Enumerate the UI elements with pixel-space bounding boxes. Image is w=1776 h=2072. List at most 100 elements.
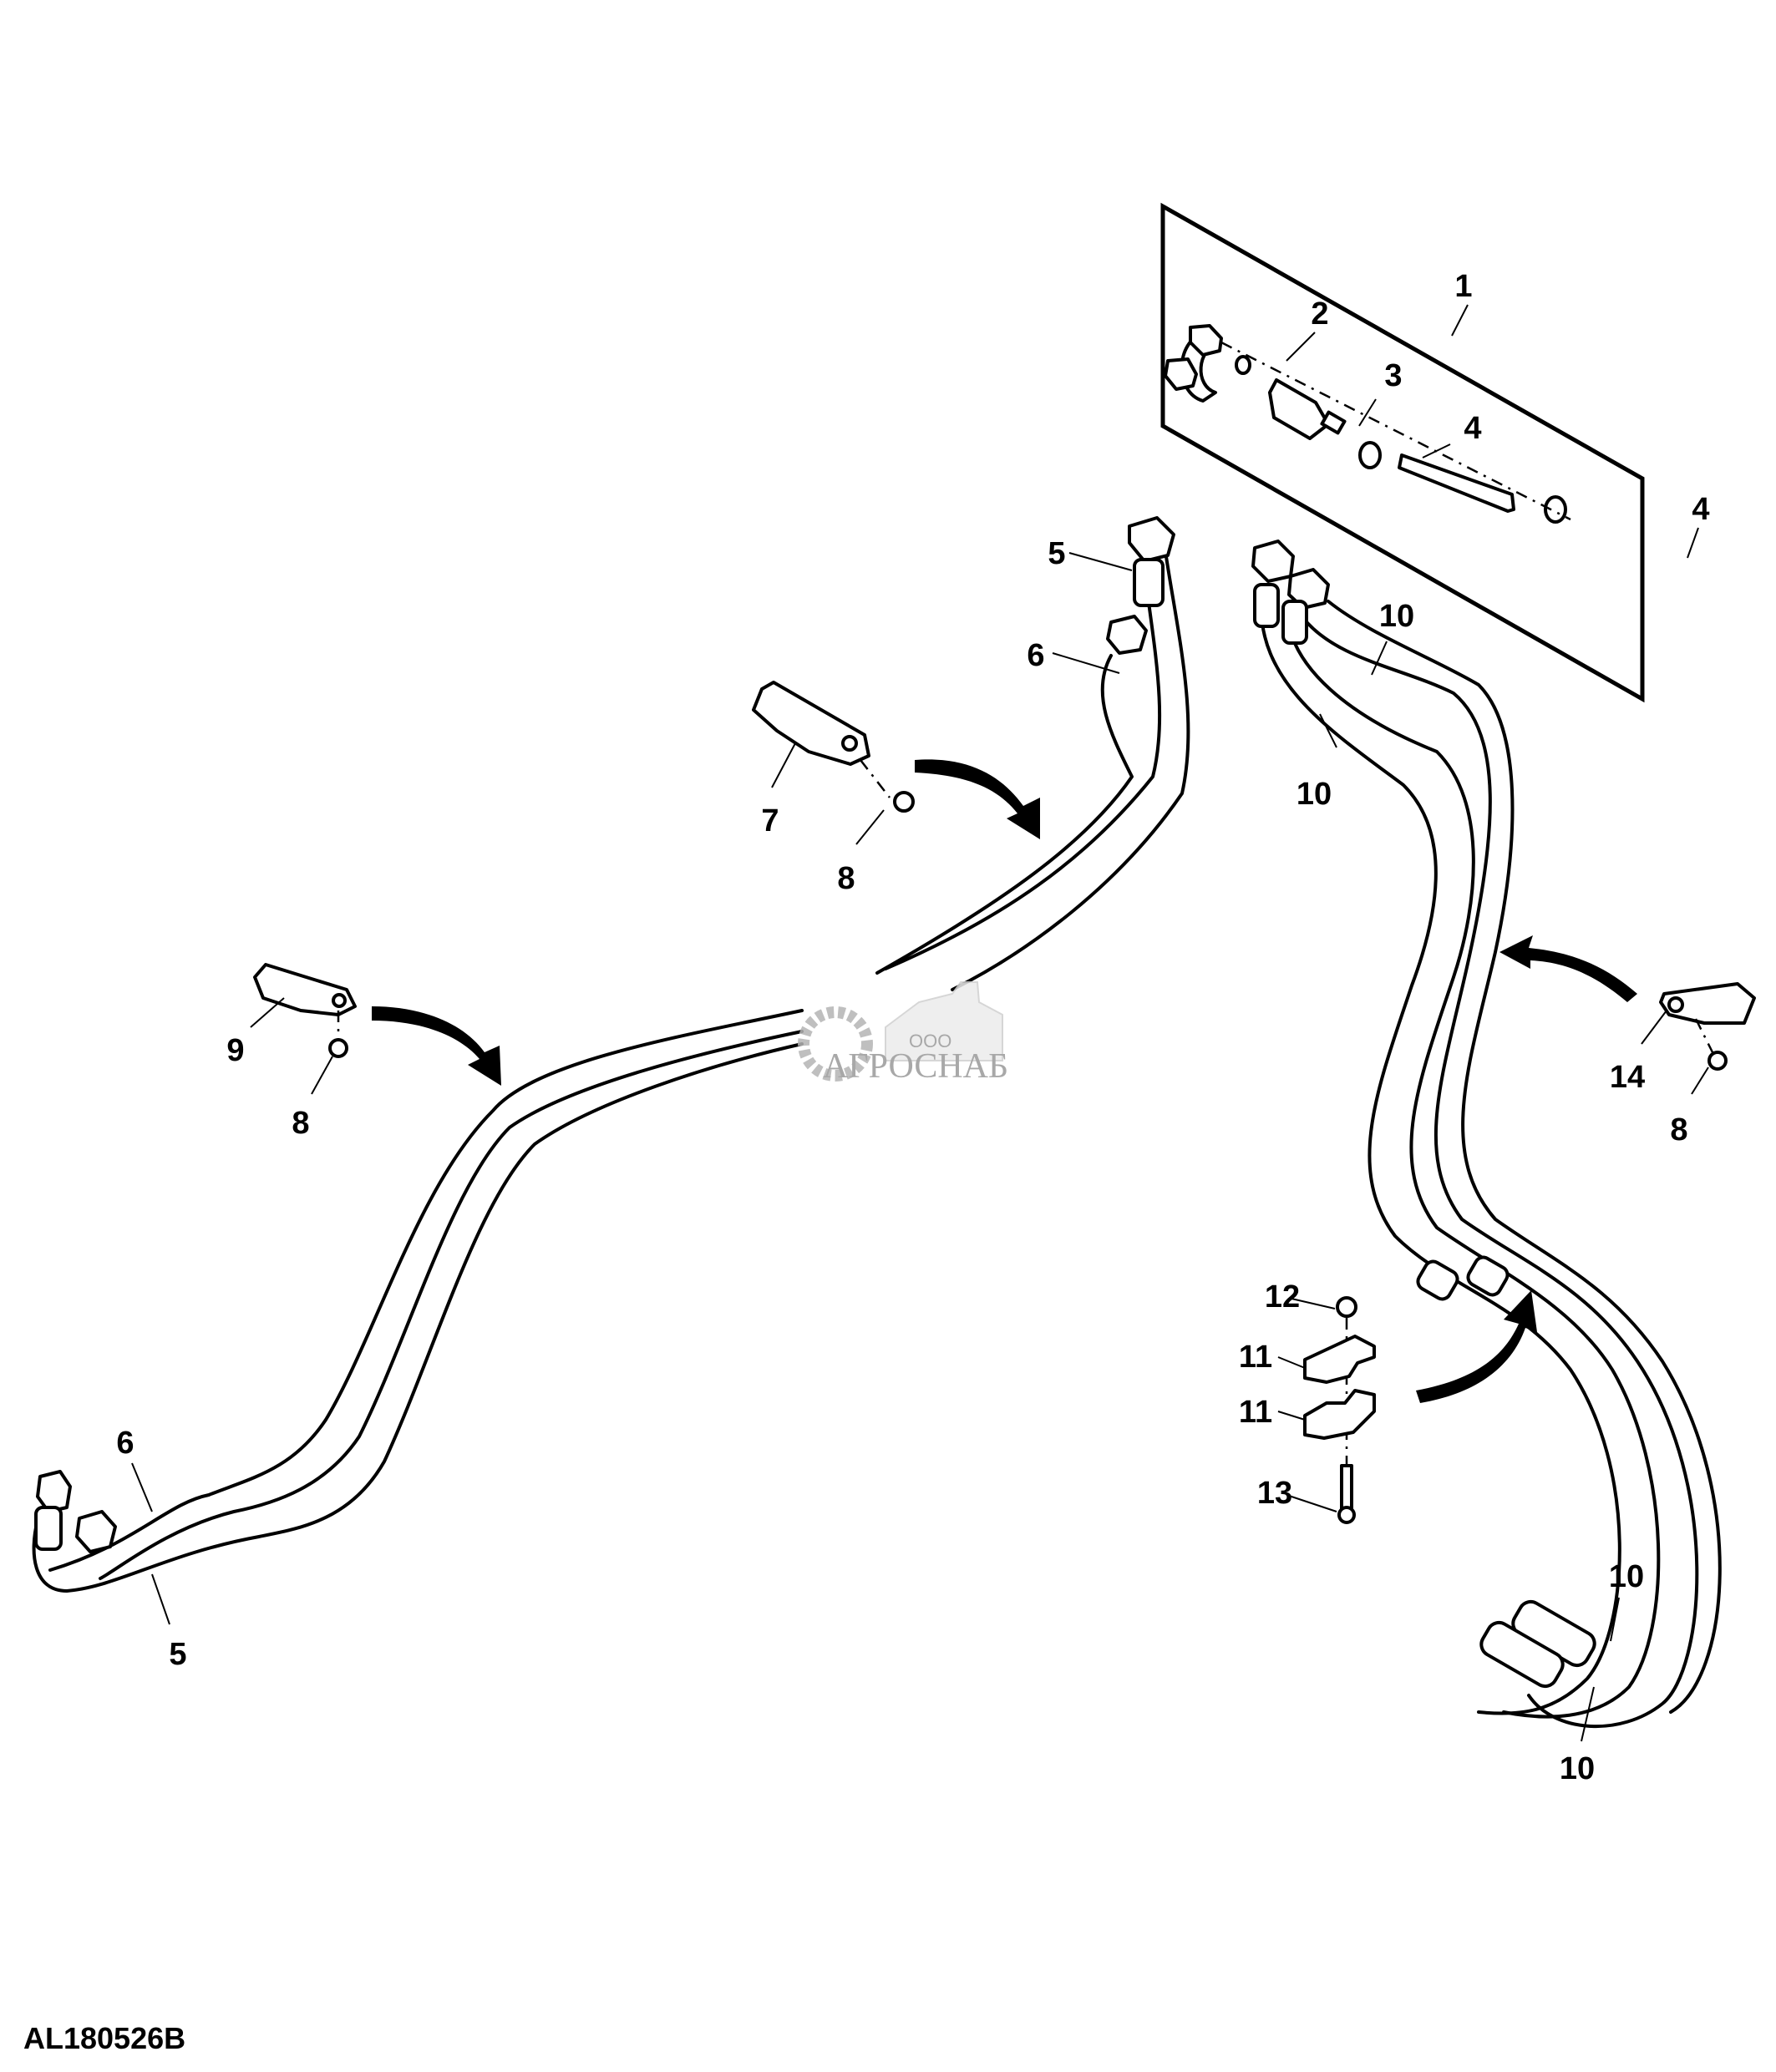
block-clamp-group <box>1303 1296 1376 1524</box>
leader-5a <box>1068 552 1133 571</box>
nut-8-b <box>328 1038 348 1058</box>
leader-1 <box>1451 304 1469 337</box>
watermark-brand: АГРОСНАБ <box>823 1047 1008 1086</box>
callout-4b[interactable]: 4 <box>1692 492 1709 527</box>
figure-id: AL180526B <box>23 2021 185 2055</box>
watermark-gear-icon <box>798 1006 873 1082</box>
strap-clamp-14-group <box>1659 982 1756 1071</box>
callout-5b[interactable]: 5 <box>169 1637 186 1672</box>
callout-2[interactable]: 2 <box>1311 296 1328 332</box>
adapter-nipple <box>1320 410 1347 435</box>
leader-14 <box>1641 1010 1667 1045</box>
strap-clamp-7-hole <box>841 735 858 752</box>
nut-8-c <box>1707 1051 1728 1071</box>
leader-3 <box>1358 398 1377 427</box>
leader-7 <box>771 742 796 788</box>
callout-14[interactable]: 14 <box>1610 1060 1645 1095</box>
strap-clamp-7 <box>752 681 870 766</box>
watermark-prefix: ООО <box>909 1031 951 1051</box>
strap-clamp-14-hole <box>1667 996 1684 1013</box>
hose-10-c <box>1302 616 1699 1729</box>
leader-8b <box>311 1056 333 1095</box>
hose-6-upper-nut <box>1106 615 1148 655</box>
callout-8c[interactable]: 8 <box>1670 1112 1687 1147</box>
leader-2 <box>1286 332 1316 362</box>
hose-10-upper-nut-a <box>1251 540 1295 583</box>
hose-6-upper <box>875 654 1134 975</box>
leader-9 <box>250 997 285 1028</box>
callout-13[interactable]: 13 <box>1257 1476 1292 1511</box>
strap-clamp-9-hole <box>332 993 347 1008</box>
nut-8-a <box>893 791 915 813</box>
callout-6a[interactable]: 6 <box>1027 638 1044 673</box>
arrow-7-to-hose <box>915 759 1040 839</box>
strap-clamp-7-centerline <box>860 759 891 798</box>
callout-8b[interactable]: 8 <box>292 1106 309 1141</box>
callout-5a[interactable]: 5 <box>1048 536 1065 571</box>
o-ring <box>1235 355 1251 375</box>
callout-8a[interactable]: 8 <box>837 861 855 896</box>
hose-clamp-inner <box>1358 441 1382 469</box>
callout-9[interactable]: 9 <box>226 1033 244 1068</box>
leader-6a <box>1052 652 1120 674</box>
leader-8a <box>855 809 885 845</box>
leader-6b <box>131 1462 153 1512</box>
callout-11a[interactable]: 11 <box>1239 1340 1272 1375</box>
callout-7[interactable]: 7 <box>761 803 779 838</box>
leader-10b <box>1319 713 1337 748</box>
adapter-fitting <box>1268 378 1330 440</box>
kit-group <box>1160 202 1645 703</box>
strap-clamp-14-centerline <box>1694 1018 1714 1053</box>
hose-5-6-assembly <box>32 516 1190 1593</box>
assembly-arrows <box>372 759 1637 1403</box>
leader-11b <box>1277 1411 1306 1421</box>
callout-4a[interactable]: 4 <box>1464 411 1481 446</box>
leader-13 <box>1286 1494 1337 1512</box>
nut-12 <box>1336 1296 1357 1318</box>
u-tube-nut-upper <box>1189 324 1223 357</box>
arrow-block-clamp-to-hose <box>1416 1290 1537 1403</box>
short-hose <box>1398 453 1515 513</box>
callout-12[interactable]: 12 <box>1265 1279 1300 1315</box>
leader-11a <box>1277 1356 1306 1369</box>
callout-3[interactable]: 3 <box>1384 358 1402 393</box>
clamp-half-11-lower <box>1303 1389 1376 1440</box>
leader-4a <box>1422 443 1451 458</box>
hose-10-b <box>1285 604 1661 1719</box>
arrow-14-to-hose <box>1499 935 1637 1002</box>
callout-6b[interactable]: 6 <box>116 1426 134 1461</box>
strap-clamp-7-group <box>752 681 915 813</box>
leader-5b <box>151 1573 170 1625</box>
strap-clamp-14 <box>1659 982 1756 1025</box>
leader-lines <box>131 304 1709 1742</box>
clamp-half-11-upper <box>1303 1335 1376 1384</box>
hose-clamp-outer <box>1544 495 1567 524</box>
callout-labels: 1 2 3 4 4 5 6 7 8 9 8 10 10 14 8 12 11 1… <box>116 269 1709 1786</box>
hose-5-upper-ferrule <box>1133 558 1165 607</box>
callout-10c[interactable]: 10 <box>1609 1559 1644 1594</box>
leader-4b <box>1687 527 1699 559</box>
hose-5-outer-upper <box>884 554 1162 970</box>
leader-10d <box>1581 1686 1595 1742</box>
hose-10-mid-ferrule-b <box>1466 1255 1510 1297</box>
callout-10a[interactable]: 10 <box>1379 599 1414 634</box>
cap-screw-13 <box>1340 1464 1353 1513</box>
hose-10-upper-ferrule-a <box>1253 583 1280 628</box>
leader-12 <box>1291 1298 1336 1310</box>
hose-5-lower-ferrule <box>34 1506 63 1551</box>
callout-1[interactable]: 1 <box>1454 269 1472 304</box>
hose-10-upper-nut-b <box>1287 568 1330 610</box>
cap-screw-13-head <box>1337 1506 1356 1524</box>
hose-6-lower-nut <box>75 1510 117 1553</box>
callout-10b[interactable]: 10 <box>1296 777 1332 812</box>
hose-10-lower-fitting-b <box>1479 1620 1565 1689</box>
watermark-harvester-icon <box>885 981 1003 1061</box>
hose-5-lower <box>32 1042 804 1593</box>
hose-5-lower-nut <box>36 1470 72 1513</box>
callout-10d[interactable]: 10 <box>1560 1751 1595 1786</box>
hose-10-assembly <box>1251 540 1722 1729</box>
callout-11b[interactable]: 11 <box>1239 1395 1272 1430</box>
arrow-9-to-hose <box>372 1006 501 1086</box>
hose-5-upper-nut <box>1128 516 1175 563</box>
